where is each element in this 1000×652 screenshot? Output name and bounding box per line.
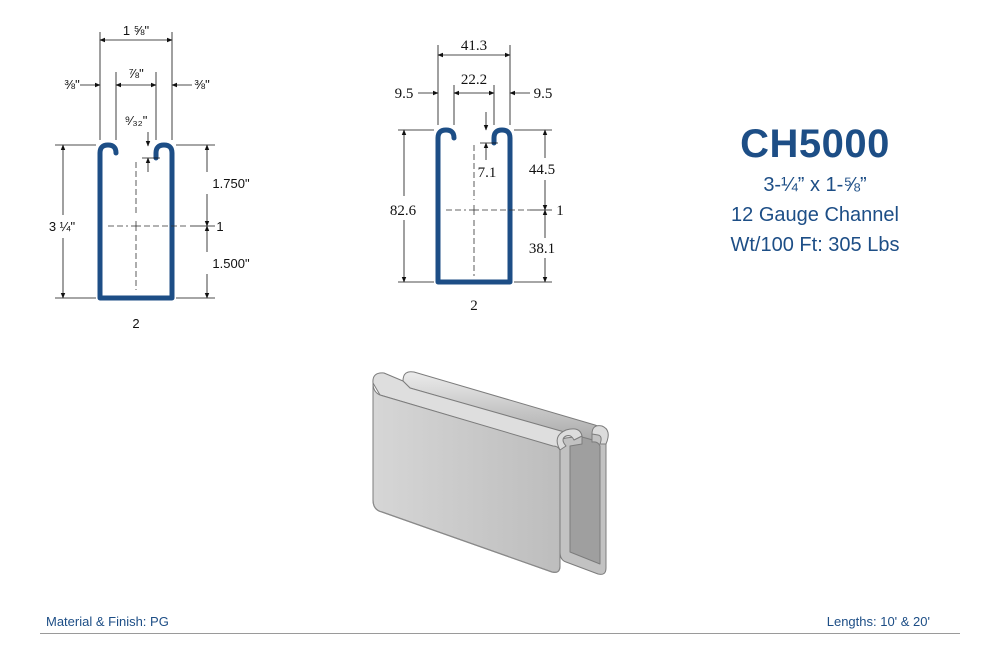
channel-gauge-label: 12 Gauge Channel <box>731 204 899 226</box>
imperial-upper-dimension-label: 1.750" <box>212 176 250 191</box>
metric-height-label: 82.6 <box>390 203 417 219</box>
imperial-slot-width-label: ⅞" <box>128 66 144 81</box>
imperial-lower-dimension-label: 1.500" <box>212 256 250 271</box>
metric-overall-width-label: 41.3 <box>461 38 487 54</box>
imperial-overall-width-label: 1 ⅝" <box>123 23 150 38</box>
metric-lip-return-label: 7.1 <box>478 165 497 181</box>
imperial-left-flange-label: ⅜" <box>64 77 80 92</box>
channel-3d-render <box>372 371 609 575</box>
metric-axis-2-label: 2 <box>470 298 478 314</box>
metric-section: 41.3 9.5 22.2 9.5 7.1 82.6 44.5 1 38.1 2 <box>390 38 564 314</box>
metric-lower-dimension-label: 38.1 <box>529 241 555 257</box>
footer-divider <box>40 633 960 634</box>
lengths-label: Lengths: 10' & 20' <box>826 614 930 629</box>
metric-upper-dimension-label: 44.5 <box>529 162 555 178</box>
part-number-title: CH5000 <box>740 122 890 166</box>
material-finish-label: Material & Finish: PG <box>46 614 169 629</box>
imperial-lip-return-label: ⁹⁄₃₂" <box>125 113 148 128</box>
imperial-axis-1-label: 1 <box>216 219 223 234</box>
imperial-channel-profile <box>97 142 175 301</box>
imperial-section: 1 ⅝" ⅜" ⅞" ⅜" ⁹⁄₃₂" 3 ¼" 1.750" 1 1.500"… <box>49 23 250 331</box>
imperial-axis-2-label: 2 <box>132 316 139 331</box>
channel-size-label: 3-¼” x 1-⅝” <box>763 174 867 196</box>
channel-weight-label: Wt/100 Ft: 305 Lbs <box>730 234 900 256</box>
metric-channel-profile <box>435 127 513 285</box>
imperial-height-label: 3 ¼" <box>49 219 76 234</box>
imperial-right-flange-label: ⅜" <box>194 77 210 92</box>
metric-left-flange-label: 9.5 <box>395 86 414 102</box>
metric-axis-1-label: 1 <box>556 203 564 219</box>
metric-slot-width-label: 22.2 <box>461 72 487 88</box>
metric-right-flange-label: 9.5 <box>534 86 553 102</box>
